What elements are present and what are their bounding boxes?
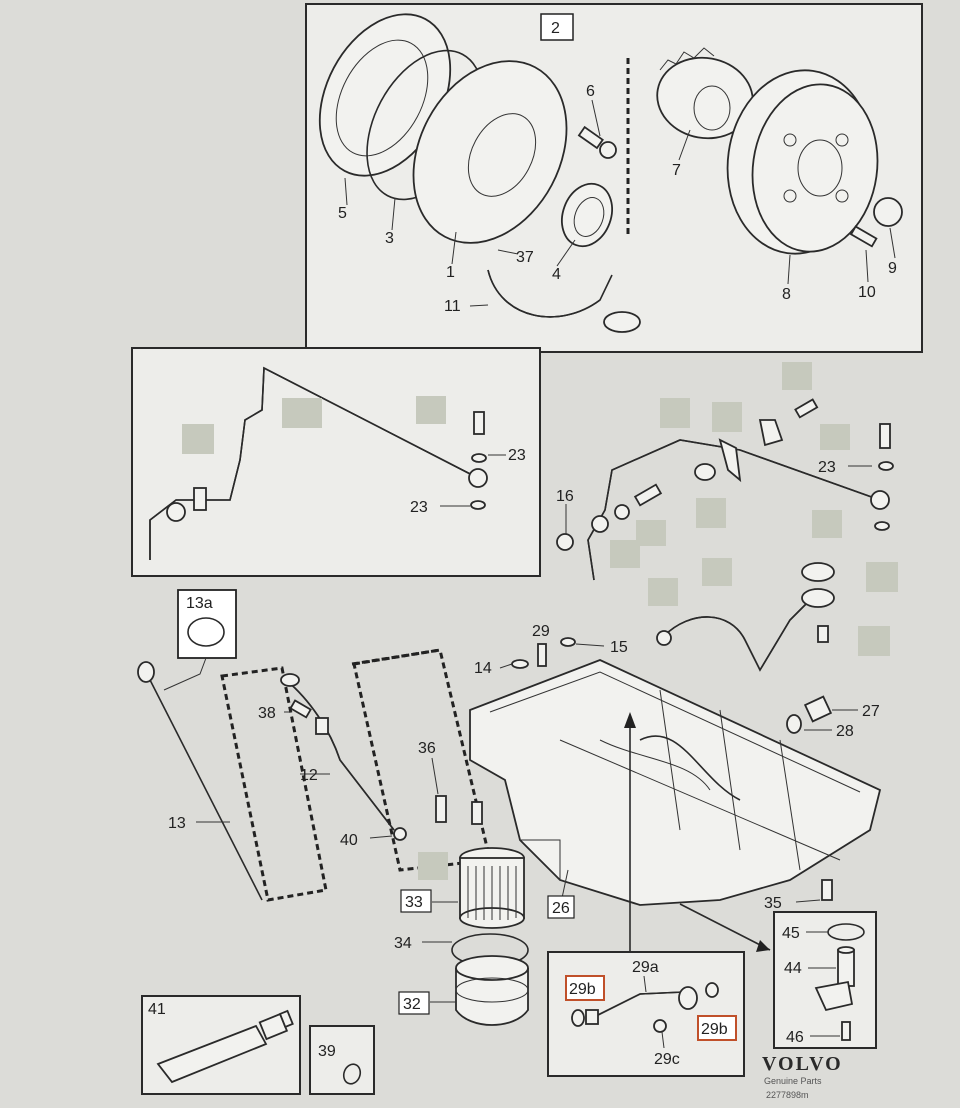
panel-sensor: 45 44 46: [773, 911, 877, 1049]
callout-44: 44: [784, 960, 802, 977]
callout-38: 38: [258, 705, 276, 722]
placeholder-tag: [282, 398, 322, 428]
placeholder-tag: [702, 558, 732, 586]
callout-41: 41: [148, 1001, 166, 1018]
return-hose: [663, 597, 813, 672]
volvo-logo: VOLVO Genuine Parts 2277898m: [762, 1053, 843, 1100]
placeholder-tag: [712, 402, 742, 432]
placeholder-tag: [182, 424, 214, 454]
callout-34: 34: [394, 935, 412, 952]
dipstick-tube-12: [285, 679, 395, 831]
dipstick-13: [147, 675, 263, 901]
panel-left-middle: 23 23: [131, 347, 541, 577]
callout-37: 37: [516, 249, 534, 266]
sealant-tube-icon: [156, 1024, 268, 1084]
placeholder-tag: [782, 362, 812, 390]
bolt-10: [849, 225, 878, 248]
callout-33: 33: [405, 894, 423, 911]
callout-35: 35: [764, 895, 782, 912]
panel-top: 2: [305, 3, 923, 353]
callout-39: 39: [318, 1043, 336, 1060]
callout-16: 16: [556, 488, 574, 505]
callout-36: 36: [418, 740, 436, 757]
pulley-8: [726, 69, 879, 255]
panel-39: 39: [309, 1025, 375, 1095]
right-oil-lines: 23 16: [556, 362, 898, 672]
callout-23: 23: [818, 459, 836, 476]
callout-29b: 29b: [569, 981, 596, 998]
bolt-6: [577, 125, 604, 150]
callout-9: 9: [888, 260, 897, 277]
callout-45: 45: [782, 925, 800, 942]
oring-39: [342, 1063, 362, 1085]
oil-pump-body: [412, 60, 568, 244]
callout-26: 26: [552, 900, 570, 917]
placeholder-tag: [636, 520, 666, 546]
panel-number: 2: [551, 20, 560, 37]
placeholder-tag: [610, 540, 640, 568]
oil-pan-26: 27 28 14 29 15 26 35: [469, 623, 882, 952]
callout-1: 1: [446, 264, 455, 281]
callout-4: 4: [552, 266, 561, 283]
callout-28: 28: [836, 723, 854, 740]
callout-32: 32: [403, 996, 421, 1013]
reference-number: 2277898m: [766, 1090, 809, 1100]
callout-29b: 29b: [701, 1021, 728, 1038]
callout-11: 11: [444, 298, 461, 315]
panel-41: 41: [141, 995, 301, 1095]
panel-29a: 29a 29b 29b 29c: [547, 951, 745, 1077]
highlight-box-29b: [697, 1015, 737, 1041]
callout-40: 40: [340, 832, 358, 849]
callout-6: 6: [586, 83, 595, 100]
callout-46: 46: [786, 1029, 804, 1046]
shaft-seal-4: [561, 182, 613, 248]
placeholder-tag: [660, 398, 690, 428]
callout-29c: 29c: [654, 1051, 680, 1068]
callout-12: 12: [300, 767, 318, 784]
placeholder-tag: [416, 396, 446, 424]
placeholder-tag: [418, 852, 448, 880]
callout-5: 5: [338, 205, 347, 222]
callout-27: 27: [862, 703, 880, 720]
oil-filter-group: 33 34 32: [394, 847, 529, 1026]
callout-7: 7: [672, 162, 681, 179]
placeholder-tag: [696, 498, 726, 528]
callout-14: 14: [474, 660, 492, 677]
panel-number-box: [540, 13, 574, 41]
callout-10: 10: [858, 284, 876, 301]
nut-9: [873, 197, 903, 227]
callout-15: 15: [610, 639, 628, 656]
highlight-box-29b: [565, 975, 605, 1001]
callout-23: 23: [508, 447, 526, 464]
placeholder-tag: [866, 562, 898, 592]
callout-3: 3: [385, 230, 394, 247]
callout-8: 8: [782, 286, 791, 303]
callout-13: 13: [168, 815, 186, 832]
callout-29: 29: [532, 623, 550, 640]
placeholder-tag: [812, 510, 842, 538]
callout-23: 23: [410, 499, 428, 516]
callout-13a: 13a: [186, 595, 213, 612]
svg-text:Genuine Parts: Genuine Parts: [764, 1076, 822, 1086]
svg-text:VOLVO: VOLVO: [762, 1053, 843, 1075]
placeholder-tag: [820, 424, 850, 450]
dipstick-group: 13a 13 12 38 40 36: [137, 589, 492, 902]
callout-29a: 29a: [632, 959, 659, 976]
placeholder-tag: [648, 578, 678, 606]
placeholder-tag: [858, 626, 890, 656]
